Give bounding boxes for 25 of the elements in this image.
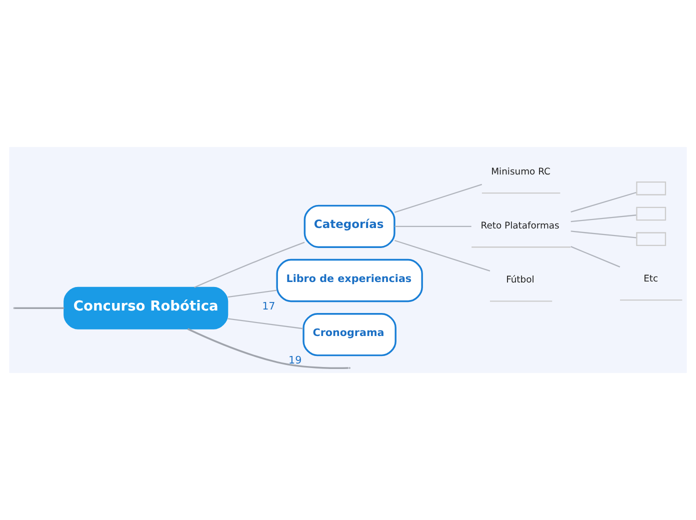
node-label: 19 — [288, 354, 302, 367]
node-box: Categorías — [304, 204, 396, 248]
connector — [570, 214, 636, 222]
connector — [394, 240, 490, 272]
connector — [228, 290, 277, 298]
connector — [187, 328, 348, 369]
connector — [570, 230, 636, 238]
node-box — [636, 206, 666, 221]
node-text: Fútbol — [506, 274, 534, 286]
connector — [570, 192, 636, 212]
node-text: Etc — [644, 274, 658, 285]
connector — [394, 184, 482, 213]
connector — [228, 318, 304, 330]
node-text: Minisumo RC — [491, 166, 550, 178]
node-box — [636, 232, 666, 246]
connector — [14, 307, 64, 309]
node-box — [636, 182, 666, 196]
node-box: Concurso Robótica — [64, 286, 228, 330]
node-box: Libro de experiencias — [276, 258, 423, 302]
connector — [394, 226, 472, 227]
connector — [570, 246, 620, 268]
node-label: 17 — [262, 300, 276, 313]
connector — [194, 242, 305, 288]
node-text: Reto Plataformas — [480, 220, 560, 232]
node-box: Cronograma — [302, 313, 396, 356]
